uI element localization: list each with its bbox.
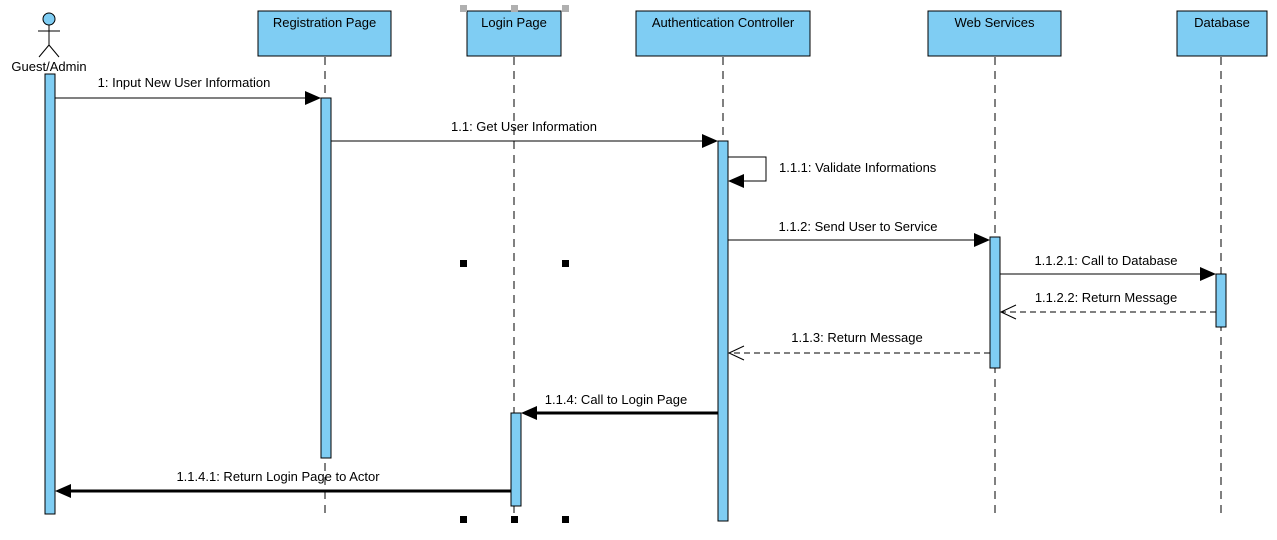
actor-guest-admin[interactable]: Guest/Admin — [11, 12, 87, 74]
participant-box — [1176, 10, 1268, 57]
message-return-message-database[interactable]: 1.1.2.2: Return Message — [999, 290, 1216, 320]
participant-label: Registration Page — [273, 15, 376, 30]
activation-actor[interactable] — [44, 73, 56, 515]
participant-database[interactable]: Database — [1176, 10, 1268, 57]
actor-label: Guest/Admin — [11, 59, 86, 74]
open-arrowhead-icon — [999, 304, 1017, 320]
activation-login[interactable] — [510, 412, 522, 507]
message-label: 1.1.1: Validate Informations — [779, 160, 937, 175]
selection-handle[interactable] — [460, 260, 467, 267]
participant-label: Database — [1194, 15, 1250, 30]
actor-left-leg — [38, 44, 50, 58]
message-return-login-page-to-actor[interactable]: 1.1.4.1: Return Login Page to Actor — [55, 469, 511, 498]
selection-handle[interactable] — [562, 5, 569, 12]
activation-web-services[interactable] — [989, 236, 1001, 369]
participant-web-services[interactable]: Web Services — [927, 10, 1062, 57]
message-call-to-login-page[interactable]: 1.1.4: Call to Login Page — [521, 392, 718, 420]
selection-handle[interactable] — [460, 5, 467, 12]
arrowhead-icon — [974, 233, 990, 247]
message-line — [728, 156, 767, 182]
arrowhead-icon — [702, 134, 718, 148]
message-label: 1.1: Get User Information — [451, 119, 597, 134]
arrowhead-icon — [728, 174, 744, 188]
participant-label: Login Page — [481, 15, 547, 30]
activation-auth[interactable] — [717, 140, 729, 522]
message-call-to-database[interactable]: 1.1.2.1: Call to Database — [1000, 253, 1216, 281]
arrowhead-icon — [521, 406, 537, 420]
message-send-user-to-service[interactable]: 1.1.2: Send User to Service — [728, 219, 990, 247]
participant-box — [927, 10, 1062, 57]
selection-handle[interactable] — [511, 516, 518, 523]
arrowhead-icon — [1200, 267, 1216, 281]
participant-box — [635, 10, 811, 57]
message-label: 1: Input New User Information — [98, 75, 271, 90]
message-label: 1.1.2.2: Return Message — [1035, 290, 1177, 305]
selection-handle[interactable] — [460, 516, 467, 523]
arrowhead-icon — [305, 91, 321, 105]
selection-handle[interactable] — [562, 260, 569, 267]
message-get-user-information[interactable]: 1.1: Get User Information — [331, 119, 718, 148]
message-label: 1.1.4: Call to Login Page — [545, 392, 687, 407]
actor-head — [42, 12, 56, 26]
participant-authentication-controller[interactable]: Authentication Controller — [635, 10, 811, 57]
message-validate-informations[interactable]: 1.1.1: Validate Informations — [728, 156, 937, 188]
actor-right-leg — [48, 44, 60, 58]
selection-handle[interactable] — [511, 5, 518, 12]
message-label: 1.1.4.1: Return Login Page to Actor — [176, 469, 380, 484]
participant-login-page[interactable]: Login Page — [466, 10, 562, 57]
message-return-message-web-services[interactable]: 1.1.3: Return Message — [727, 330, 990, 361]
message-label: 1.1.2.1: Call to Database — [1034, 253, 1177, 268]
participant-label: Authentication Controller — [652, 15, 795, 30]
message-label: 1.1.2: Send User to Service — [779, 219, 938, 234]
message-input-new-user-information[interactable]: 1: Input New User Information — [55, 75, 321, 105]
selection-handle[interactable] — [562, 516, 569, 523]
participant-label: Web Services — [955, 15, 1035, 30]
activation-database[interactable] — [1215, 273, 1227, 328]
participant-registration-page[interactable]: Registration Page — [257, 10, 392, 57]
activation-registration[interactable] — [320, 97, 332, 459]
arrowhead-icon — [55, 484, 71, 498]
message-label: 1.1.3: Return Message — [791, 330, 923, 345]
participant-box — [257, 10, 392, 57]
open-arrowhead-icon — [727, 345, 745, 361]
